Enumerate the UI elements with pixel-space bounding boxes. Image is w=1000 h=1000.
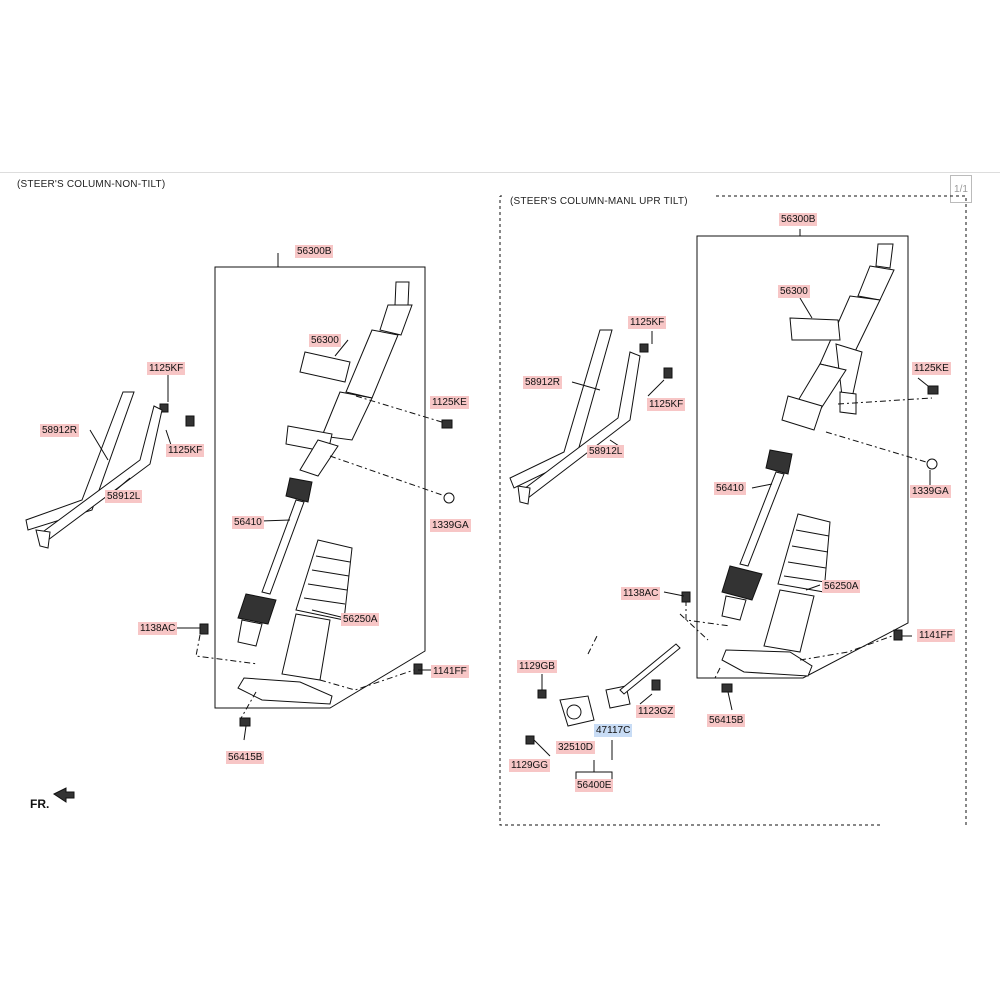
left-steering-column (237, 281, 413, 647)
fr-arrow-icon (53, 787, 75, 803)
right-label-leaders (533, 229, 931, 757)
callout-left-bracket-l: 58912L (105, 490, 143, 503)
right-bolts (525, 343, 939, 745)
leader-left-ff (319, 669, 415, 691)
callout-right-bolt-kf-top: 1125KF (628, 316, 667, 329)
callout-right-column: 56300 (778, 285, 810, 298)
front-direction-label: FR. (30, 797, 50, 811)
left-section-title: (STEER'S COLUMN-NON-TILT) (17, 179, 166, 190)
callout-right-bracket-d: 32510D (556, 741, 596, 754)
callout-left-bolt-ff: 1141FF (431, 665, 469, 678)
leader-left-nut (329, 455, 446, 497)
callout-right-assembly: 56300B (779, 213, 818, 226)
right-assembly-box (696, 235, 909, 679)
callout-right-bolt-kf-mid: 1125KF (647, 398, 686, 411)
right-steering-column (721, 243, 895, 621)
callout-left-bolt-ke: 1125KE (430, 396, 469, 409)
callout-right-nut: 1339GA (910, 485, 951, 498)
callout-right-bolt-b: 56415B (707, 714, 746, 727)
callout-right-bracket-r: 58912R (523, 376, 563, 389)
leader-left-ke (355, 395, 446, 424)
callout-right-bolt-gg: 1129GG (509, 759, 551, 772)
callout-right-bolt-ac: 1138AC (621, 587, 661, 600)
callout-right-joint: 56410 (714, 482, 746, 495)
right-brackets (509, 329, 641, 505)
callout-left-bracket-r: 58912R (40, 424, 80, 437)
callout-left-joint: 56410 (232, 516, 264, 529)
right-lower-assembly (559, 643, 681, 780)
callout-left-nut: 1339GA (430, 519, 471, 532)
left-assembly-box (214, 266, 426, 709)
callout-right-bolt-gz: 1123GZ (636, 705, 676, 718)
left-bolts (159, 403, 455, 727)
callout-left-bolt-b: 56415B (226, 751, 265, 764)
callout-left-bolt-kf-top: 1125KF (147, 362, 186, 375)
callout-right-boot: 56250A (822, 580, 861, 593)
callout-left-bolt-ac: 1138AC (138, 622, 178, 635)
top-divider (0, 172, 1000, 173)
right-leaders (587, 397, 933, 681)
right-section-frame (499, 195, 967, 826)
page-indicator: 1/1 (950, 175, 972, 203)
left-boot (237, 539, 353, 705)
right-section-title: (STEER'S COLUMN-MANL UPR TILT) (510, 196, 688, 207)
callout-left-bolt-kf-lower: 1125KF (166, 444, 205, 457)
callout-left-column: 56300 (309, 334, 341, 347)
callout-right-assembly-e: 56400E (575, 779, 614, 792)
callout-right-bolt-ke: 1125KE (912, 362, 951, 375)
leader-left-b (239, 691, 257, 721)
left-brackets (25, 391, 163, 549)
callout-left-assembly: 56300B (295, 245, 334, 258)
callout-right-sensor: 47117C (594, 724, 633, 737)
left-label-leaders-2 (277, 253, 349, 357)
callout-right-bracket-l: 58912L (587, 445, 625, 458)
callout-right-bolt-gb: 1129GB (517, 660, 557, 673)
callout-right-bolt-ff: 1141FF (917, 629, 955, 642)
callout-left-boot: 56250A (341, 613, 380, 626)
right-boot (721, 513, 831, 677)
